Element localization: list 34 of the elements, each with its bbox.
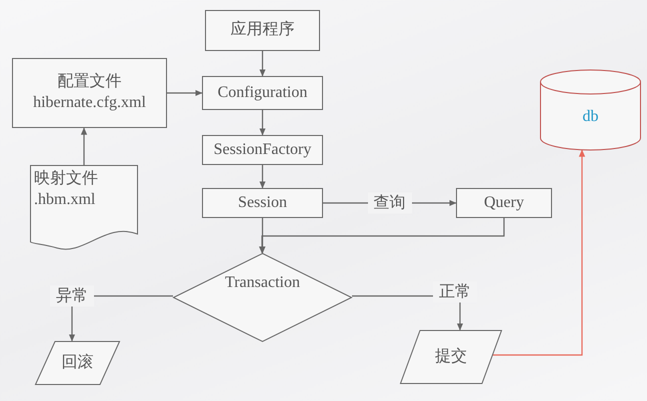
node-label: .hbm.xml xyxy=(34,190,96,210)
node-label: 配置文件 xyxy=(58,72,122,92)
node-label: db xyxy=(582,106,598,127)
arrow xyxy=(259,165,266,188)
node-label: Session xyxy=(238,192,287,213)
process-box xyxy=(202,188,323,218)
decision-diamond xyxy=(173,253,352,342)
arrow xyxy=(167,90,202,96)
process-box xyxy=(12,58,167,128)
node-label: Query xyxy=(484,192,524,213)
node-label: Transaction xyxy=(225,273,300,293)
data-parallelogram xyxy=(35,341,120,385)
process-box xyxy=(202,135,323,165)
node-label: hibernate.cfg.xml xyxy=(33,93,146,113)
node-label: 应用程序 xyxy=(230,20,294,40)
arrow xyxy=(258,218,505,254)
arrow xyxy=(259,51,266,76)
node-label: Configuration xyxy=(218,82,308,103)
database-cylinder xyxy=(540,70,641,150)
edge-label: 查询 xyxy=(368,192,412,214)
arrow xyxy=(492,150,586,356)
node-label: SessionFactory xyxy=(214,140,312,160)
process-box xyxy=(202,76,323,110)
node-label: 提交 xyxy=(435,346,467,367)
node-label: 回滚 xyxy=(62,352,94,373)
edge-label: 异常 xyxy=(50,286,94,306)
arrow xyxy=(259,218,266,254)
node-label: 映射文件 xyxy=(34,169,98,189)
data-parallelogram xyxy=(400,330,502,384)
process-box xyxy=(205,10,320,51)
process-box xyxy=(456,188,552,218)
document-shape xyxy=(30,165,138,250)
arrow xyxy=(80,128,88,165)
arrow xyxy=(259,110,266,136)
